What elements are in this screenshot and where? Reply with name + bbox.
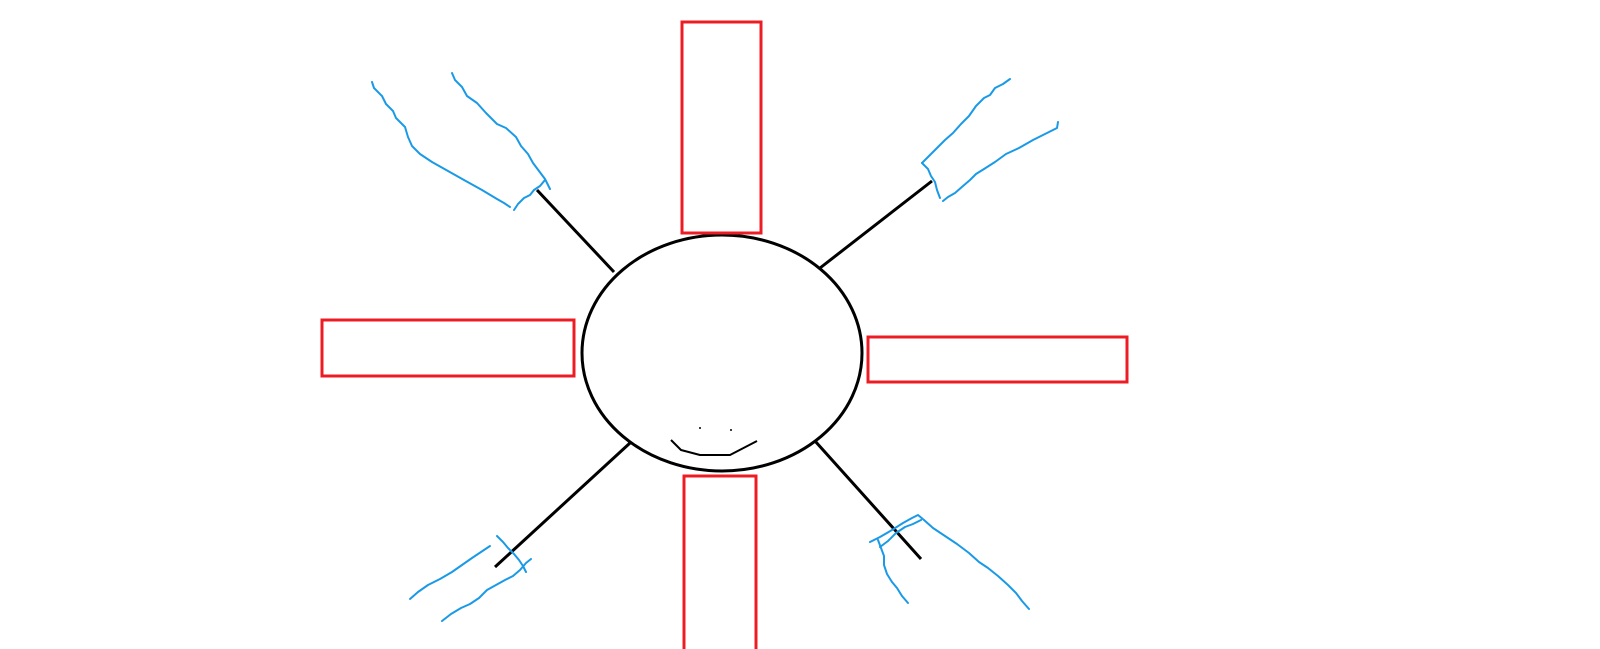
center-node [580, 233, 864, 473]
spoke-top-left [535, 188, 616, 274]
branch-bottom-left-lower [441, 558, 532, 622]
branch-bottom-right-upper [869, 514, 1030, 610]
left-eye [699, 427, 701, 429]
branch-bottom-right-lower [877, 539, 909, 604]
branches-bottom-right [869, 514, 1030, 610]
box-left [320, 318, 576, 378]
spoke-bottom-right [813, 439, 923, 561]
right-eye [730, 429, 732, 431]
center-ellipse [580, 233, 864, 473]
box-top [680, 20, 763, 235]
branch-top-left-outer [371, 81, 511, 208]
branch-bottom-left-upper [409, 545, 491, 600]
branch-top-left-tip [513, 179, 546, 211]
branch-top-right-lower [942, 121, 1059, 202]
branch-top-right-upper [921, 78, 1011, 164]
branches-top-right [921, 78, 1059, 202]
branch-bottom-right-tip [879, 519, 922, 548]
smile [670, 439, 758, 456]
spoke-top-right [819, 179, 933, 270]
box-right [866, 335, 1129, 384]
box-bottom [682, 474, 758, 649]
branch-top-right-tip [921, 162, 941, 199]
branches-bottom-left [409, 535, 532, 622]
spoke-bottom-left [493, 441, 632, 569]
branches-top-left [371, 72, 551, 211]
branch-top-left-inner [451, 72, 551, 190]
branch-bottom-left-tip [496, 535, 527, 573]
